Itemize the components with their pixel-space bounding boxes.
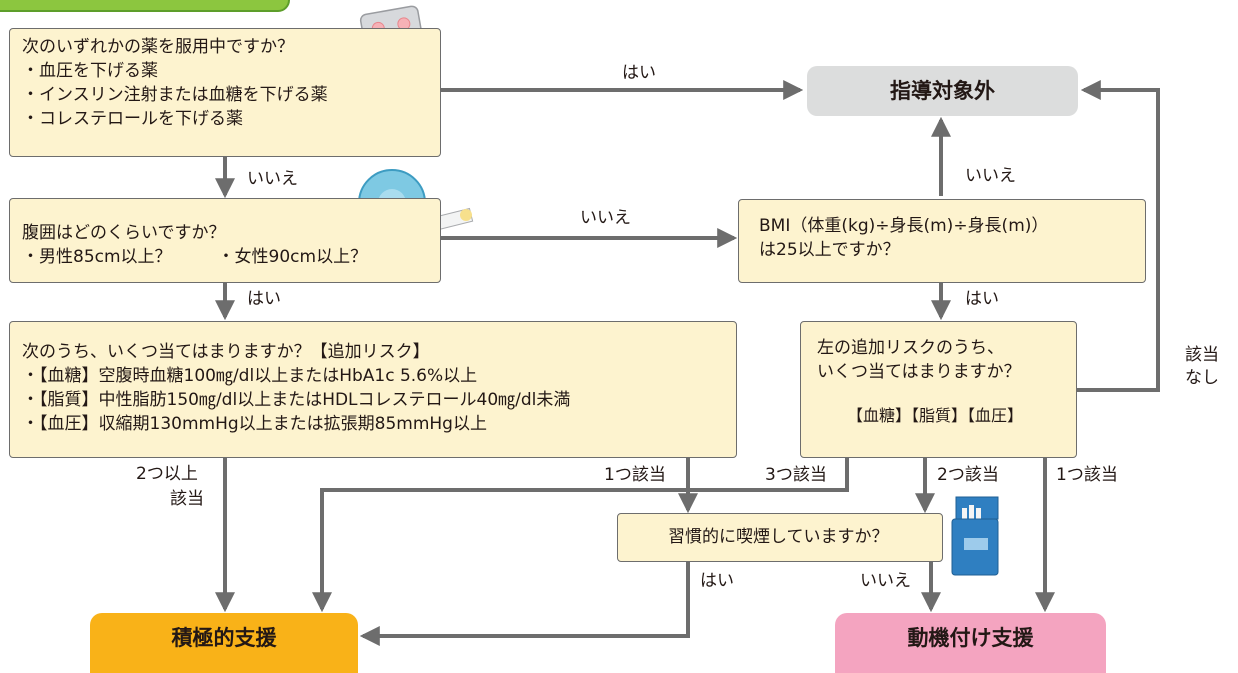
result-active-support: 積極的支援 bbox=[90, 613, 358, 673]
label-two-plus-1: 2つ以上 bbox=[136, 464, 198, 484]
risk-count-line-2: いくつ当てはまりますか？ bbox=[817, 362, 1021, 382]
label-smoke-yes: はい bbox=[700, 571, 734, 591]
label-risk-three: 3つ該当 bbox=[765, 465, 827, 485]
result-not-eligible-label: 指導対象外 bbox=[890, 79, 995, 103]
waist-female: ・女性90cm以上？ bbox=[217, 247, 368, 267]
question-smoking: 習慣的に喫煙していますか？ bbox=[617, 513, 943, 562]
label-two-plus-2: 該当 bbox=[170, 489, 204, 509]
label-q1-yes: はい bbox=[622, 63, 656, 83]
bmi-line-1: BMI（体重(kg)÷身長(m)÷身長(m)） bbox=[759, 216, 1049, 236]
label-q2-yes: はい bbox=[247, 289, 281, 309]
question-additional-risk: 次のうち、いくつ当てはまりますか？【追加リスク】 ・【血糖】空腹時血糖100㎎/… bbox=[9, 321, 737, 458]
label-none-1: 該当 bbox=[1185, 345, 1219, 365]
question-bmi: BMI（体重(kg)÷身長(m)÷身長(m)） は25以上ですか？ bbox=[738, 199, 1146, 283]
question-risk-count: 左の追加リスクのうち、 いくつ当てはまりますか？ 【血糖】【脂質】【血圧】 bbox=[800, 321, 1077, 458]
label-risk-one: 1つ該当 bbox=[1056, 465, 1118, 485]
label-risk-two: 2つ該当 bbox=[937, 465, 999, 485]
waist-criteria: ・男性85cm以上？ ・女性90cm以上？ bbox=[22, 245, 428, 269]
waist-question-text: 腹囲はどのくらいですか？ bbox=[22, 223, 226, 243]
result-active-support-label: 積極的支援 bbox=[171, 626, 277, 650]
risk-count-line-1: 左の追加リスクのうち、 bbox=[817, 338, 1004, 358]
result-not-eligible: 指導対象外 bbox=[807, 66, 1078, 116]
waist-male: ・男性85cm以上？ bbox=[22, 247, 172, 267]
medication-question-text: 次のいずれかの薬を服用中ですか？ bbox=[22, 37, 294, 57]
label-q2-no: いいえ bbox=[580, 208, 631, 228]
question-waist: 腹囲はどのくらいですか？ ・男性85cm以上？ ・女性90cm以上？ bbox=[9, 198, 441, 283]
label-bmi-no: いいえ bbox=[965, 166, 1016, 186]
result-motivation-support-label: 動機付け支援 bbox=[907, 626, 1034, 650]
label-q3-one: 1つ該当 bbox=[604, 465, 666, 485]
risk-count-line-3: 【血糖】【脂質】【血圧】 bbox=[847, 406, 1024, 425]
label-smoke-no: いいえ bbox=[860, 571, 911, 591]
risk-item-blood-sugar: ・【血糖】空腹時血糖100㎎/dl以上またはHbA1c 5.6%以上 bbox=[22, 366, 478, 386]
medication-item-blood-pressure: ・血圧を下げる薬 bbox=[22, 61, 158, 81]
medication-item-insulin: ・インスリン注射または血糖を下げる薬 bbox=[22, 85, 328, 105]
risk-item-lipid: ・【脂質】中性脂肪150㎎/dl以上またはHDLコレステロール40㎎/dl未満 bbox=[22, 390, 571, 410]
risk-question-text: 次のうち、いくつ当てはまりますか？【追加リスク】 bbox=[22, 342, 430, 362]
bmi-line-2: は25以上ですか？ bbox=[759, 240, 900, 260]
cigarette-pack-icon bbox=[951, 496, 999, 576]
question-medication: 次のいずれかの薬を服用中ですか？ ・血圧を下げる薬 ・インスリン注射または血糖を… bbox=[9, 28, 441, 157]
label-none-2: なし bbox=[1185, 368, 1219, 388]
result-motivation-support: 動機付け支援 bbox=[835, 613, 1106, 673]
label-q1-no: いいえ bbox=[247, 169, 298, 189]
medication-item-cholesterol: ・コレステロールを下げる薬 bbox=[22, 109, 243, 129]
arrow-risk-none bbox=[1077, 80, 1160, 392]
label-bmi-yes: はい bbox=[965, 289, 999, 309]
smoking-question-text: 習慣的に喫煙していますか？ bbox=[668, 527, 889, 547]
arrow-risk-three bbox=[312, 458, 849, 613]
risk-item-blood-pressure: ・【血圧】収縮期130mmHg以上または拡張期85mmHg以上 bbox=[22, 414, 487, 434]
arrow-smoke-yes bbox=[359, 562, 690, 646]
